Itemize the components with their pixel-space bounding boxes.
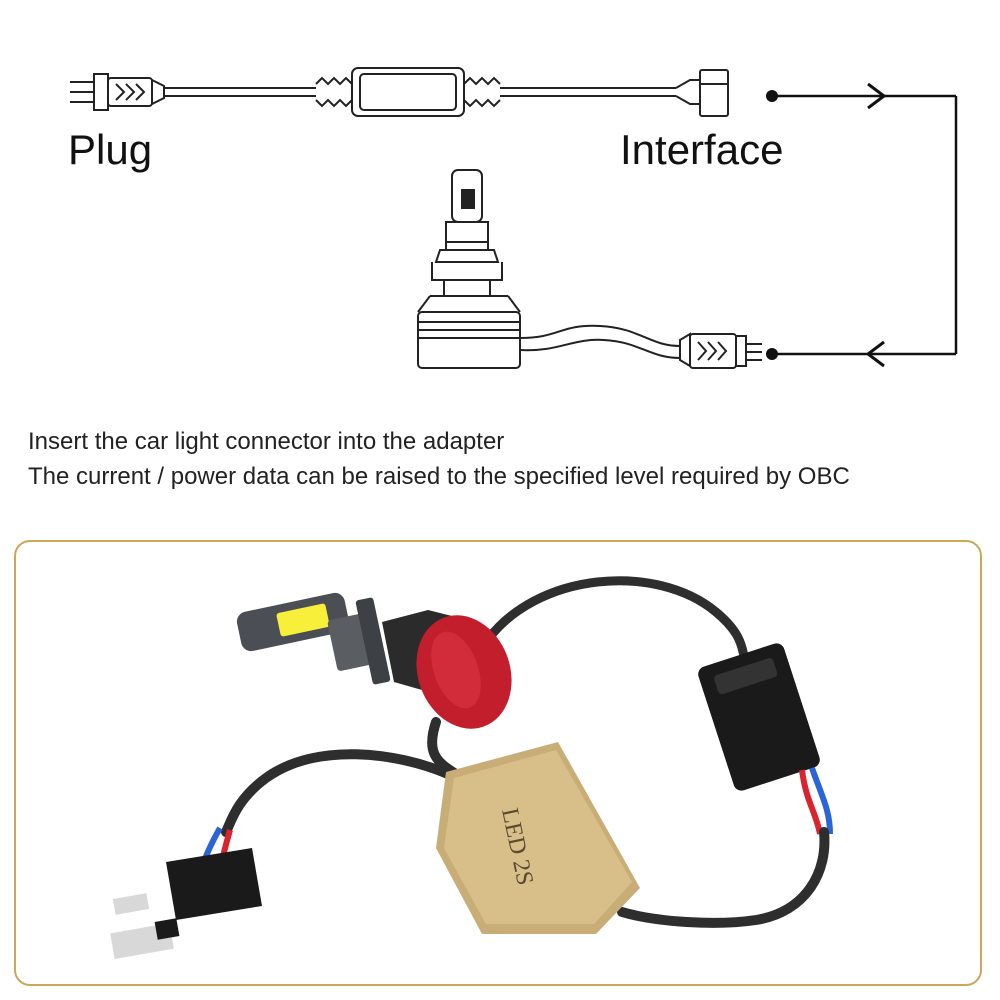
led-bulb	[236, 592, 512, 729]
h4-plug-connector-icon	[110, 848, 262, 960]
harness-wire	[164, 87, 316, 97]
wire-blue	[809, 767, 833, 835]
plug-cable	[221, 749, 453, 837]
led-bulb-icon	[417, 169, 521, 369]
arrow-right-icon	[867, 82, 887, 110]
wire-red	[799, 769, 823, 835]
caption-line-1: Insert the car light connector into the …	[28, 428, 505, 455]
product-photo-frame: LED 2S	[14, 540, 982, 986]
harness-cable	[617, 827, 830, 928]
interface-label: Interface	[620, 126, 784, 173]
interface-socket-icon	[699, 69, 729, 117]
plug-label: Plug	[68, 126, 153, 173]
socket-connector-icon	[698, 643, 820, 791]
product-photo: LED 2S	[110, 576, 833, 960]
bulb-cable	[481, 576, 751, 667]
harness-wire	[519, 324, 681, 359]
wiring-diagram	[70, 67, 958, 369]
terminal-dot	[766, 90, 778, 102]
terminal-dot	[766, 348, 778, 360]
caption-line-2: The current / power data can be raised t…	[28, 463, 850, 490]
decoder-box-icon	[315, 67, 501, 117]
bulb-plug-connector-icon	[679, 332, 762, 369]
arrow-left-icon	[865, 340, 885, 368]
decoder-box: LED 2S	[436, 742, 640, 934]
harness-wire	[500, 79, 700, 105]
plug-connector-icon	[70, 73, 165, 111]
connection-path	[772, 94, 958, 356]
